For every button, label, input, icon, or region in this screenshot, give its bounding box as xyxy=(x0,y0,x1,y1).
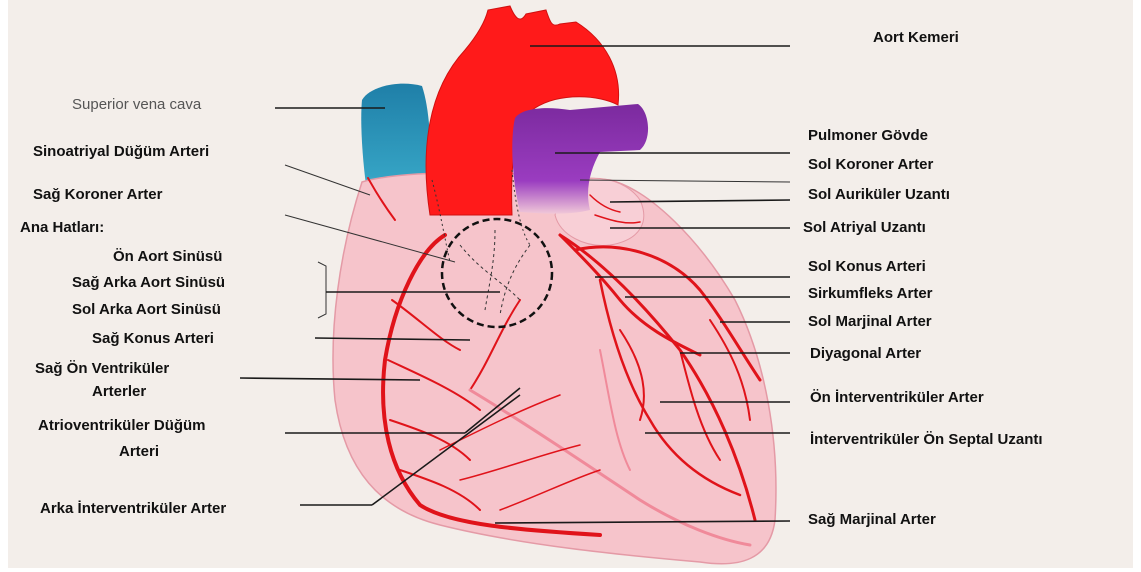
label-diyagonal-arter: Diyagonal Arter xyxy=(810,345,921,362)
label-superior-vena-cava: Superior vena cava xyxy=(72,96,202,113)
label-sag-koroner-arter: Sağ Koroner Arter xyxy=(33,186,163,203)
label-sirkumfleks-arter: Sirkumfleks Arter xyxy=(808,285,933,302)
label-sag-konus-arteri: Sağ Konus Arteri xyxy=(92,330,214,347)
label-atrioventrikuler-2: Arteri xyxy=(119,443,159,460)
label-sol-konus-arteri: Sol Konus Arteri xyxy=(808,258,926,275)
label-sol-auriculer-uzanti: Sol Auriküler Uzantı xyxy=(808,186,950,203)
label-ana-hatlari: Ana Hatları: xyxy=(20,219,104,236)
label-sol-koroner-arter: Sol Koroner Arter xyxy=(808,156,933,173)
label-on-interventrikuler-arter: Ön İnterventriküler Arter xyxy=(810,389,984,406)
label-atrioventrikuler-1: Atrioventriküler Düğüm xyxy=(38,417,206,434)
label-sag-arka-aort-sinusu: Sağ Arka Aort Sinüsü xyxy=(72,274,225,291)
label-septal-uzanti: İnterventriküler Ön Septal Uzantı xyxy=(810,431,1043,448)
label-aort-kemeri: Aort Kemeri xyxy=(873,29,959,46)
label-on-aort-sinusu: Ön Aort Sinüsü xyxy=(113,248,222,265)
label-sag-on-ventrikuler-1: Sağ Ön Ventriküler xyxy=(35,360,169,377)
label-pulmoner-govde: Pulmoner Gövde xyxy=(808,127,928,144)
label-sag-on-ventrikuler-2: Arterler xyxy=(92,383,146,400)
label-sol-atriyal-uzanti: Sol Atriyal Uzantı xyxy=(803,219,926,236)
label-sol-marjinal-arter: Sol Marjinal Arter xyxy=(808,313,932,330)
label-sol-arka-aort-sinusu: Sol Arka Aort Sinüsü xyxy=(72,301,221,318)
label-sag-marjinal-arter: Sağ Marjinal Arter xyxy=(808,511,936,528)
label-sinoatriyal-dugum-arteri: Sinoatriyal Düğüm Arteri xyxy=(33,143,209,160)
label-arka-interventrikuler-arter: Arka İnterventriküler Arter xyxy=(40,500,226,517)
